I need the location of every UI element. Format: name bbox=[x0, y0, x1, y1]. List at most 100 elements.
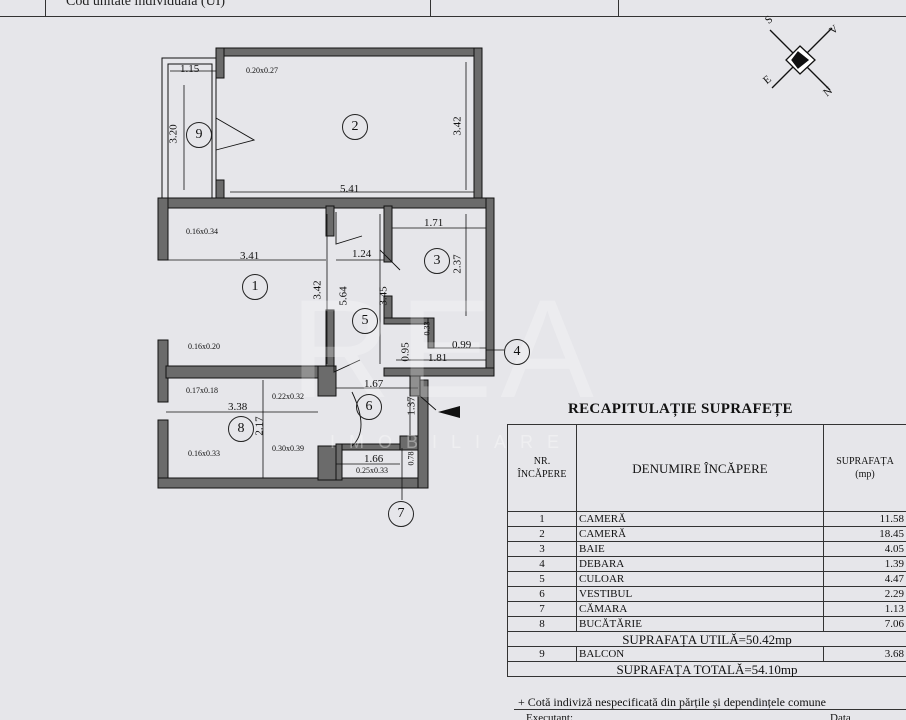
header-title: Cod unitate individuala (UI) bbox=[66, 0, 226, 9]
entrance-arrow-icon bbox=[438, 406, 460, 418]
dimension-label: 1.24 bbox=[352, 248, 372, 260]
table-row: 3 BAIE 4.05 bbox=[507, 541, 906, 557]
dimension-label: 3.38 bbox=[228, 401, 248, 413]
cell-nr: 5 bbox=[507, 571, 577, 587]
compass-rose-icon bbox=[769, 27, 833, 91]
footer-divider bbox=[514, 709, 906, 710]
data-label: Data bbox=[830, 712, 851, 720]
cell-nr: 8 bbox=[507, 616, 577, 632]
table-row: 2 CAMERĂ 18.45 bbox=[507, 526, 906, 542]
dimension-label: 0.30x0.39 bbox=[272, 444, 304, 453]
cell-name: BAIE bbox=[576, 541, 824, 557]
dimension-label: 0.22x0.32 bbox=[272, 392, 304, 401]
room-number: 5 bbox=[352, 308, 378, 334]
balcony-outline bbox=[161, 57, 217, 199]
cell-area: 1.13 bbox=[823, 601, 906, 617]
walls bbox=[157, 47, 495, 489]
header-divider bbox=[618, 0, 619, 16]
col-header-nr: NR. ÎNCĂPERE bbox=[507, 424, 577, 512]
dimension-label: 1.15 bbox=[180, 63, 200, 75]
dimension-label: 0.33 bbox=[422, 321, 432, 336]
dimension-label: 0.99 bbox=[452, 339, 472, 351]
cell-nr: 9 bbox=[507, 646, 577, 662]
watermark-logo: REA bbox=[290, 270, 602, 427]
dimension-label: 0.25x0.33 bbox=[356, 466, 388, 475]
header-bar: Cod unitate individuala (UI) bbox=[0, 0, 906, 17]
dimension-label: 1.71 bbox=[424, 217, 444, 229]
cell-area: 3.68 bbox=[823, 646, 906, 662]
col-header-denumire: DENUMIRE ÎNCĂPERE bbox=[576, 424, 824, 512]
executant-label: Executant: bbox=[526, 712, 574, 720]
cell-nr: 3 bbox=[507, 541, 577, 557]
dimension-label: 5.64 bbox=[337, 286, 350, 306]
dimension-label: 0.20x0.27 bbox=[246, 66, 278, 75]
table-row: 4 DEBARA 1.39 bbox=[507, 556, 906, 572]
watermark-subtitle: IMOBILIARE bbox=[330, 432, 574, 452]
dimension-lines bbox=[166, 62, 486, 478]
cell-name: BALCON bbox=[576, 646, 824, 662]
dimension-label: 1.67 bbox=[364, 378, 384, 390]
room-number: 7 bbox=[388, 501, 414, 527]
cell-nr: 7 bbox=[507, 601, 577, 617]
dimension-label: 0.16x0.33 bbox=[188, 449, 220, 458]
dimension-label: 0.95 bbox=[399, 342, 412, 362]
dimension-label: 3.45 bbox=[377, 286, 390, 306]
cell-name: BUCĂTĂRIE bbox=[576, 616, 824, 632]
table-row: 1 CAMERĂ 11.58 bbox=[507, 511, 906, 527]
table-row: 9 BALCON 3.68 bbox=[507, 646, 906, 662]
suprafata-utila: SUPRAFAȚA UTILĂ=50.42mp bbox=[507, 631, 906, 647]
dimension-label: 5.41 bbox=[340, 183, 360, 195]
cell-name: CAMERĂ bbox=[576, 526, 824, 542]
footnote: + Cotă indiviză nespecificată din părțil… bbox=[518, 695, 826, 709]
table-row: 5 CULOAR 4.47 bbox=[507, 571, 906, 587]
cell-nr: 6 bbox=[507, 586, 577, 602]
cell-area: 18.45 bbox=[823, 526, 906, 542]
recap-table: NR. ÎNCĂPERE DENUMIRE ÎNCĂPERE SUPRAFAȚA… bbox=[507, 424, 906, 677]
dimension-label: 1.66 bbox=[364, 453, 384, 465]
dimension-label: 0.16x0.20 bbox=[188, 342, 220, 351]
suprafata-totala: SUPRAFAȚA TOTALĂ=54.10mp bbox=[507, 661, 906, 677]
recap-title: RECAPITULAȚIE SUPRAFEȚE bbox=[568, 401, 793, 417]
cell-area: 7.06 bbox=[823, 616, 906, 632]
dimension-label: 3.42 bbox=[311, 280, 324, 300]
cell-area: 4.47 bbox=[823, 571, 906, 587]
dimension-label: 3.20 bbox=[167, 124, 180, 144]
cell-name: CĂMARA bbox=[576, 601, 824, 617]
dimension-label: 2.37 bbox=[451, 254, 464, 274]
room-number: 4 bbox=[504, 339, 530, 365]
room-number: 2 bbox=[342, 114, 368, 140]
table-row: 7 CĂMARA 1.13 bbox=[507, 601, 906, 617]
header-divider bbox=[430, 0, 431, 16]
room-number: 3 bbox=[424, 248, 450, 274]
cell-nr: 1 bbox=[507, 511, 577, 527]
cell-name: DEBARA bbox=[576, 556, 824, 572]
table-row: 8 BUCĂTĂRIE 7.06 bbox=[507, 616, 906, 632]
cell-area: 11.58 bbox=[823, 511, 906, 527]
total-row: SUPRAFAȚA UTILĂ=50.42mp bbox=[507, 631, 906, 647]
col-header-suprafata: SUPRAFAȚA (mp) bbox=[823, 424, 906, 512]
door-swings bbox=[215, 117, 437, 447]
cell-area: 4.05 bbox=[823, 541, 906, 557]
cell-name: VESTIBUL bbox=[576, 586, 824, 602]
cell-name: CULOAR bbox=[576, 571, 824, 587]
room-number: 8 bbox=[228, 416, 254, 442]
dimension-label: 3.42 bbox=[451, 116, 464, 136]
dimension-label: 1.81 bbox=[428, 352, 448, 364]
dimension-label: 0.17x0.18 bbox=[186, 386, 218, 395]
cell-nr: 4 bbox=[507, 556, 577, 572]
cell-area: 1.39 bbox=[823, 556, 906, 572]
cell-area: 2.29 bbox=[823, 586, 906, 602]
dimension-label: 3.41 bbox=[240, 250, 260, 262]
dimension-label: 0.78 bbox=[406, 451, 416, 466]
room-number: 6 bbox=[356, 394, 382, 420]
dimension-label: 2.17 bbox=[253, 416, 266, 436]
cell-nr: 2 bbox=[507, 526, 577, 542]
room-number: 9 bbox=[186, 122, 212, 148]
dimension-label: 1.37 bbox=[405, 396, 418, 416]
dimension-label: 0.16x0.34 bbox=[186, 227, 218, 236]
room-number: 1 bbox=[242, 274, 268, 300]
table-row: 6 VESTIBUL 2.29 bbox=[507, 586, 906, 602]
header-divider bbox=[45, 0, 46, 16]
